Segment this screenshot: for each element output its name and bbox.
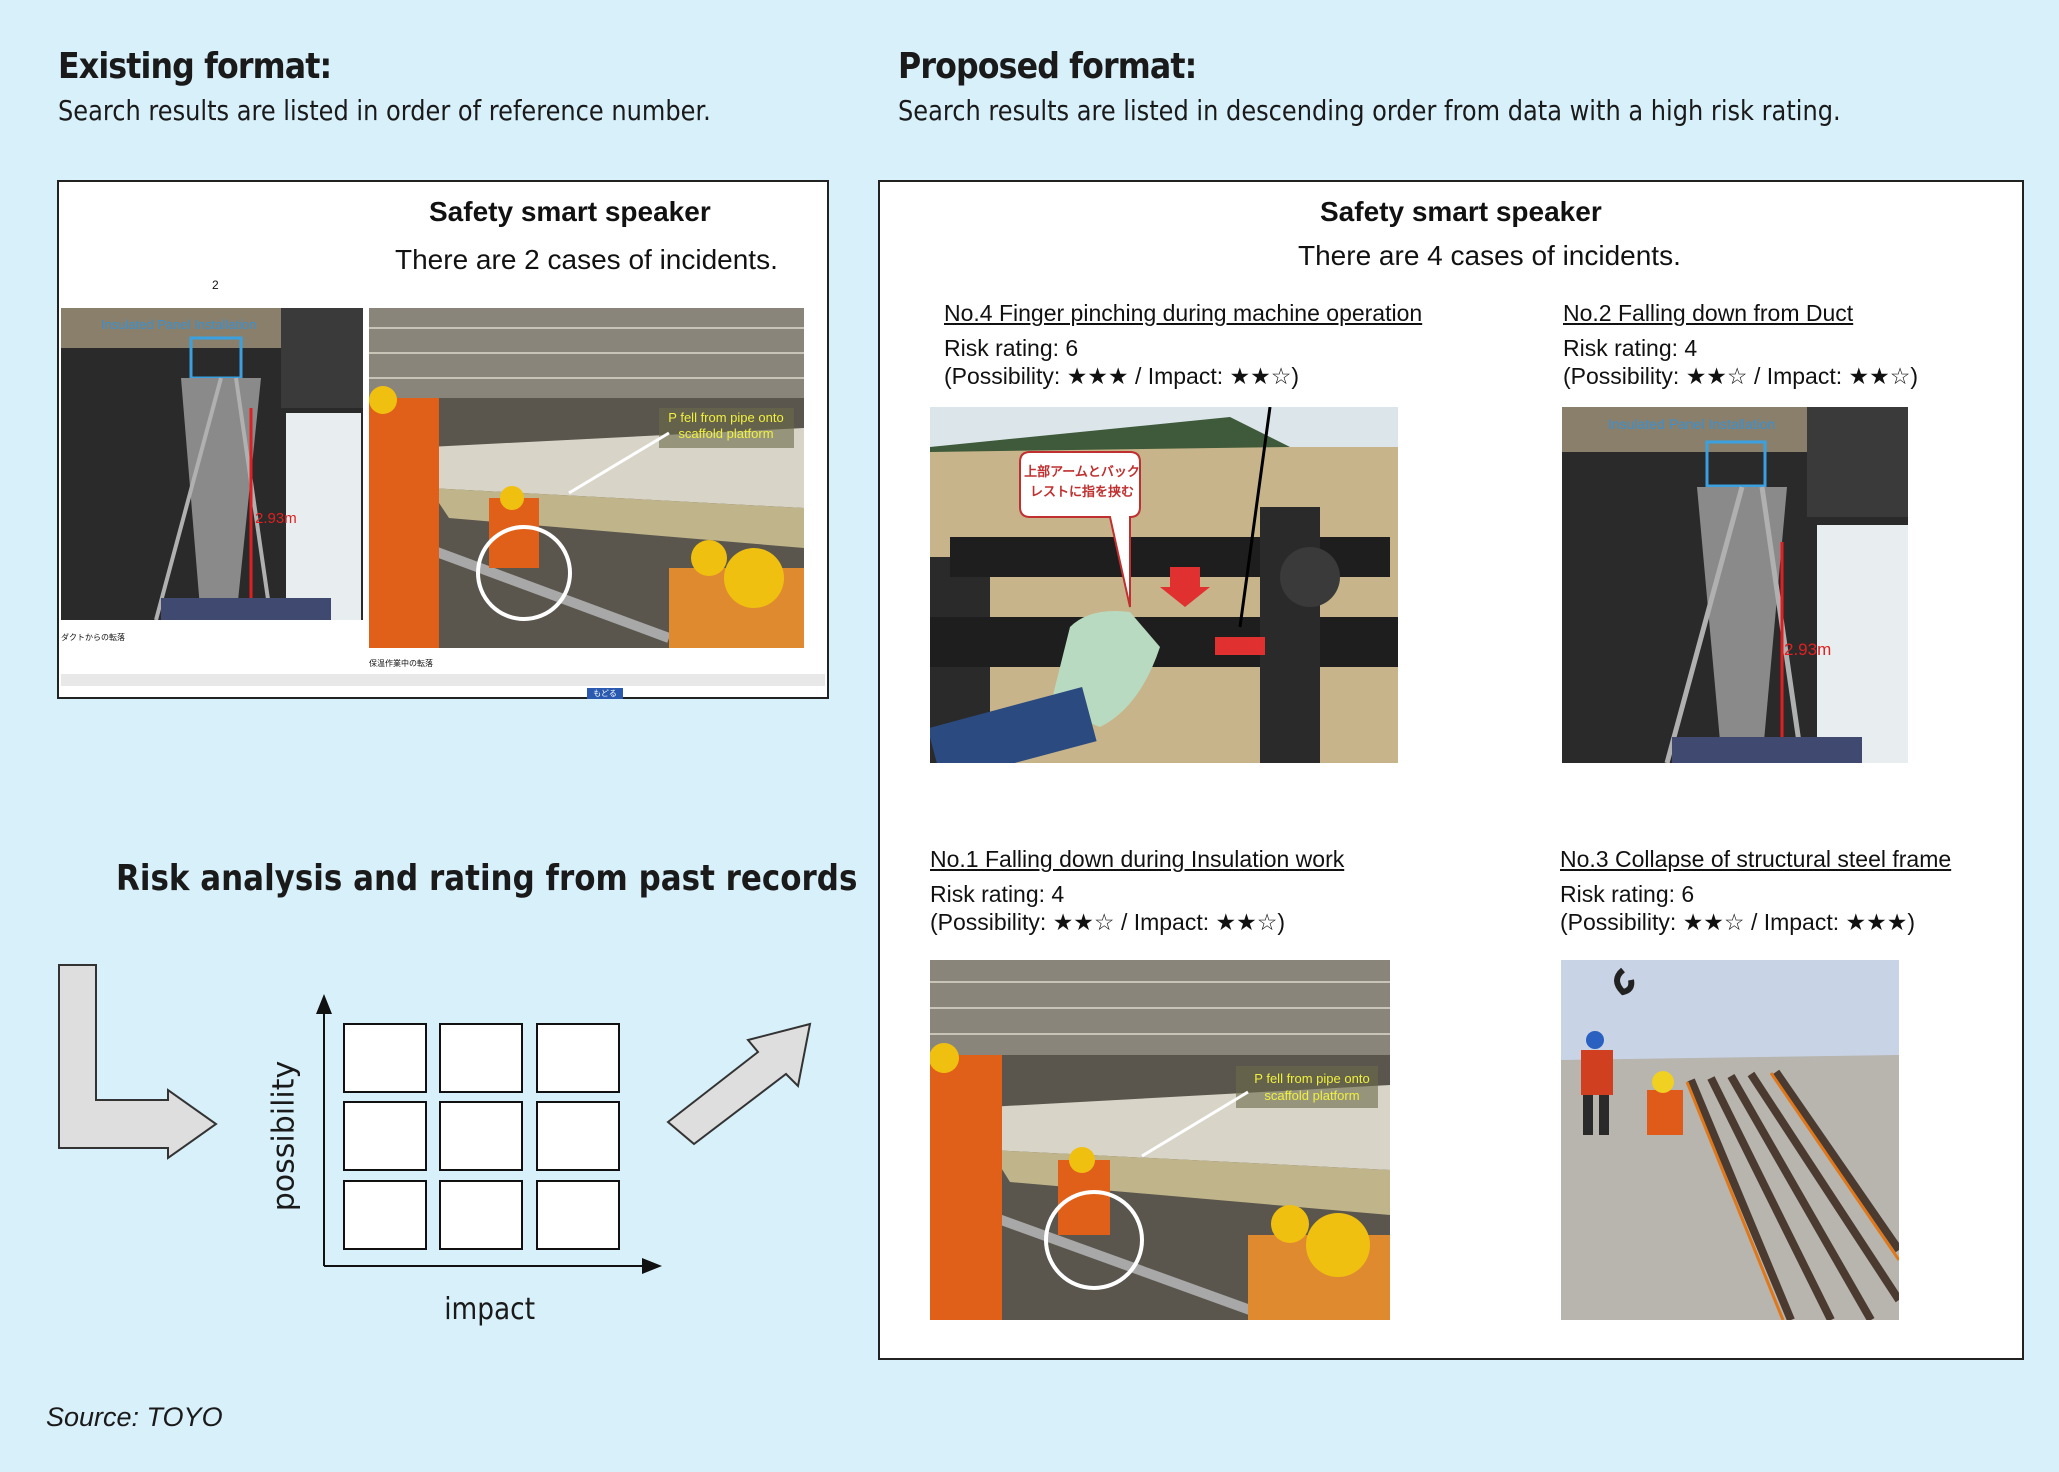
existing-photo-pipe-label: P fell from pipe onto scaffold platform (668, 410, 784, 441)
case-photo-height: 2.93m (1784, 640, 1832, 659)
case-title[interactable]: No.3 Collapse of structural steel frame (1560, 846, 1952, 872)
case-photo-note: 上部アームとバック レストに指を挟む (1024, 464, 1140, 499)
case-title[interactable]: No.1 Falling down during Insulation work (930, 846, 1345, 872)
case-title[interactable]: No.4 Finger pinching during machine oper… (944, 300, 1423, 326)
risk-matrix-axes (316, 994, 662, 1274)
existing-scrollbar[interactable] (61, 674, 825, 686)
case-rating-detail: (Possibility: ★★☆ / Impact: ★★★) (1560, 909, 1916, 935)
case-risk-rating: Risk rating: 4 (930, 881, 1065, 907)
existing-photo-duct-height: 2.93m (255, 510, 297, 527)
existing-caption-right: 保温作業中の転落 (369, 659, 433, 668)
x-axis-label: impact (444, 1292, 536, 1327)
case-title[interactable]: No.2 Falling down from Duct (1563, 300, 1854, 326)
l-arrow-icon (58, 964, 218, 1160)
case-photo-machine (930, 407, 1398, 763)
proposed-speaker-title: Safety smart speaker (1320, 196, 1602, 227)
case-photo-label: P fell from pipe onto scaffold platform (1254, 1071, 1370, 1103)
case-rating-detail: (Possibility: ★★☆ / Impact: ★★☆) (1563, 363, 1919, 389)
case-photo-steel (1561, 960, 1899, 1320)
existing-format-title: Existing format: (58, 46, 332, 87)
case-risk-rating: Risk rating: 4 (1563, 335, 1698, 361)
source-credit: Source: TOYO (46, 1402, 223, 1432)
case-rating-detail: (Possibility: ★★☆ / Impact: ★★☆) (930, 909, 1286, 935)
back-button[interactable]: もどる (587, 688, 623, 699)
existing-incident-count: There are 2 cases of incidents. (395, 244, 778, 275)
existing-photo-duct-label: Insulated Panel Installation (101, 317, 257, 332)
case-photo-pipe (930, 960, 1390, 1320)
existing-photo-pipe (369, 308, 804, 648)
existing-photo-duct (61, 308, 363, 620)
case-photo-duct (1562, 407, 1908, 763)
existing-format-subtitle: Search results are listed in order of re… (58, 94, 711, 127)
proposed-format-title: Proposed format: (898, 46, 1197, 87)
existing-caption-left: ダクトからの転落 (61, 633, 125, 642)
existing-speaker-title: Safety smart speaker (429, 196, 711, 227)
case-photo-label: Insulated Panel Installation (1608, 416, 1776, 432)
y-axis-label: possibility (266, 1060, 302, 1212)
proposed-incident-count: There are 4 cases of incidents. (1298, 240, 1681, 271)
existing-page-number: 2 (212, 278, 219, 292)
existing-format-panel: Safety smart speaker There are 2 cases o… (57, 180, 829, 699)
proposed-format-subtitle: Search results are listed in descending … (898, 94, 1841, 127)
case-risk-rating: Risk rating: 6 (944, 335, 1079, 361)
proposed-format-panel: Safety smart speaker There are 4 cases o… (878, 180, 2024, 1360)
case-risk-rating: Risk rating: 6 (1560, 881, 1695, 907)
diagonal-arrow-icon (666, 1022, 812, 1146)
case-rating-detail: (Possibility: ★★★ / Impact: ★★☆) (944, 363, 1300, 389)
risk-analysis-title: Risk analysis and rating from past recor… (116, 858, 858, 899)
